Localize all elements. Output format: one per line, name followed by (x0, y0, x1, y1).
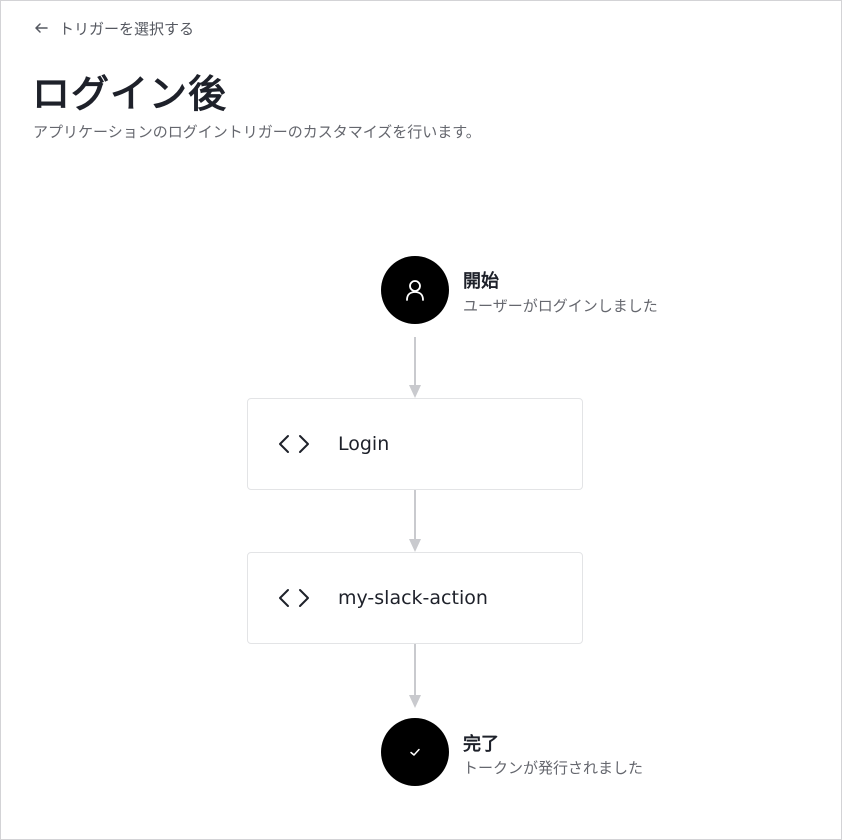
page-title: ログイン後 (32, 72, 228, 116)
action-label: my-slack-action (338, 587, 488, 609)
arrow-left-icon (35, 23, 48, 33)
end-node-description: トークンが発行されました (463, 759, 644, 777)
check-icon (410, 748, 420, 756)
flow-connector-arrow (409, 337, 421, 398)
end-node-title: 完了 (463, 734, 499, 755)
page-subtitle: アプリケーションのログイントリガーのカスタマイズを行います。 (33, 123, 481, 141)
action-label: Login (338, 433, 390, 455)
user-icon (406, 280, 424, 301)
back-to-trigger-select-link[interactable]: トリガーを選択する (33, 17, 194, 39)
flow-connector-arrow (409, 644, 421, 708)
start-node (381, 256, 449, 324)
start-node-description: ユーザーがログインしました (463, 297, 658, 315)
flow-connector-arrow (409, 490, 421, 552)
end-node (381, 718, 449, 786)
action-card-login[interactable]: Login (247, 398, 583, 490)
code-icon (279, 589, 309, 607)
start-node-title: 開始 (463, 271, 499, 292)
back-link-label: トリガーを選択する (59, 19, 195, 38)
action-card-my-slack-action[interactable]: my-slack-action (247, 552, 583, 644)
code-icon (279, 435, 309, 453)
